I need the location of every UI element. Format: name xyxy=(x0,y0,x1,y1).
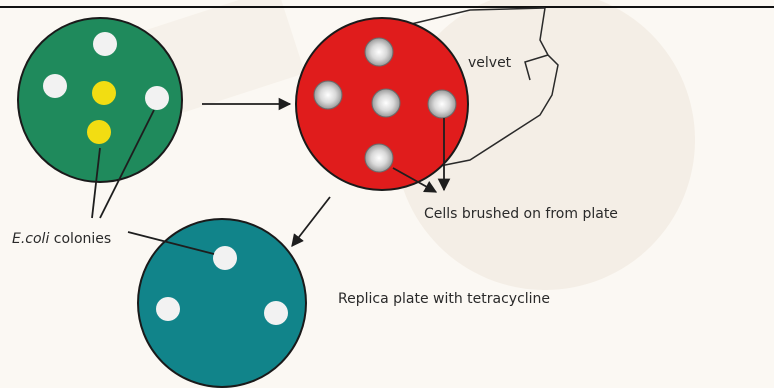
replica-plate xyxy=(138,219,306,387)
colony-yellow xyxy=(92,81,116,105)
colonies-text: colonies xyxy=(49,231,111,247)
colony-white xyxy=(43,74,67,98)
colony-speckled xyxy=(365,144,393,172)
colony-yellow xyxy=(87,120,111,144)
colony-white xyxy=(264,301,288,325)
colony-white xyxy=(156,297,180,321)
master-plate xyxy=(18,18,182,182)
cells-brushed-label: Cells brushed on from plate xyxy=(424,206,618,222)
ecoli-italic-text: E.coli xyxy=(12,231,49,247)
colony-speckled xyxy=(365,38,393,66)
ecoli-colonies-label: E.coli colonies xyxy=(12,231,111,247)
colony-speckled xyxy=(314,81,342,109)
colony-white xyxy=(213,246,237,270)
colony-white xyxy=(93,32,117,56)
replica-plate-label: Replica plate with tetracycline xyxy=(338,291,550,307)
colony-white xyxy=(145,86,169,110)
velvet-plate xyxy=(296,18,468,190)
arrow-velvet-to-replica xyxy=(292,197,330,246)
colony-speckled xyxy=(428,90,456,118)
velvet-label: velvet xyxy=(468,55,511,71)
colony-speckled xyxy=(372,89,400,117)
